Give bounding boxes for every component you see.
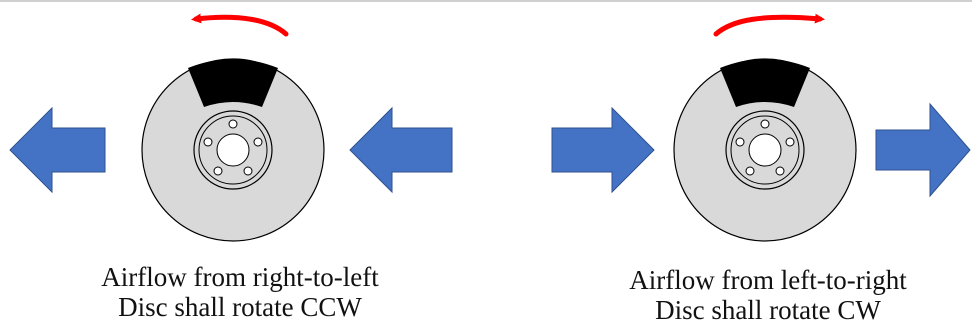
airflow-label-right: Airflow from left-to-right	[629, 265, 907, 295]
caption-right: Airflow from left-to-right Disc shall ro…	[568, 265, 968, 325]
rotation-label-right: Disc shall rotate CW	[655, 295, 881, 325]
rotation-arrow-ccw	[191, 13, 289, 37]
brake-disc-left	[141, 58, 325, 242]
caption-left: Airflow from right-to-left Disc shall ro…	[40, 262, 440, 322]
rotation-label-left: Disc shall rotate CCW	[118, 292, 362, 322]
airflow-arrow-right-incoming	[551, 106, 655, 194]
airflow-arrow-left-incoming	[349, 106, 453, 194]
rotation-arrow-cw	[713, 13, 825, 37]
brake-caliper-left	[188, 59, 278, 107]
airflow-label-left: Airflow from right-to-left	[101, 262, 379, 292]
brake-disc-right	[673, 58, 857, 242]
panel-left	[9, 13, 453, 242]
top-divider	[0, 0, 972, 2]
brake-caliper-right	[720, 59, 810, 107]
lug-holes-right	[735, 119, 795, 176]
airflow-arrow-right-outgoing	[875, 102, 971, 198]
lug-holes-left	[203, 119, 263, 176]
airflow-arrow-left-outgoing	[9, 106, 106, 194]
panel-right	[551, 13, 971, 242]
